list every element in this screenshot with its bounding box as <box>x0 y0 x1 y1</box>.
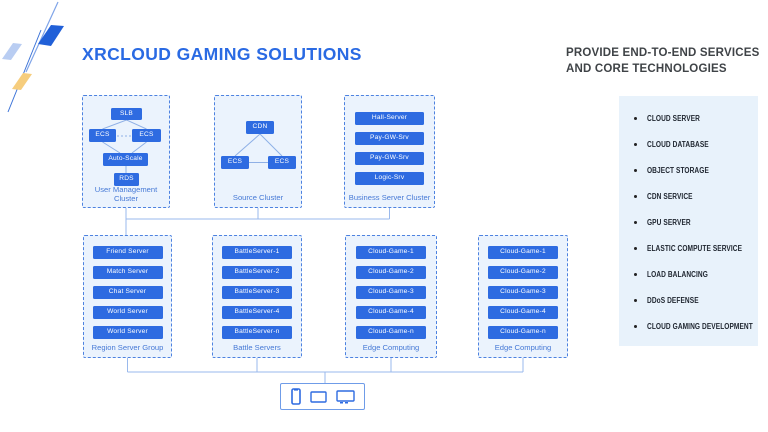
cluster-label: Battle Servers <box>233 342 281 352</box>
smartphone-icon <box>290 388 301 405</box>
server-node: BattleServer-1 <box>222 246 292 259</box>
services-heading: PROVIDE END-TO-END SERVICES AND CORE TEC… <box>566 47 760 75</box>
server-node: BattleServer-3 <box>222 286 292 299</box>
page-title: XRCLOUD GAMING SOLUTIONS <box>82 44 362 64</box>
bullet-icon <box>634 324 637 328</box>
source-cluster: CDN ECS ECS Source Cluster <box>214 95 302 208</box>
cluster-label: Edge Computing <box>494 342 552 352</box>
server-node: ECS <box>268 156 296 169</box>
cluster-label: Region Server Group <box>91 342 164 352</box>
bullet-icon <box>634 272 637 276</box>
deco-lightblue-leaf <box>2 43 22 60</box>
server-node: Cloud-Game-3 <box>488 286 558 299</box>
server-node: World Server <box>92 306 163 319</box>
list-item: CLOUD DATABASE <box>619 131 758 157</box>
region-server-group-cluster: Friend Server Match Server Chat Server W… <box>83 235 172 358</box>
server-node: ECS <box>221 156 249 169</box>
edge-computing-cluster-2: Cloud-Game-1 Cloud-Game-2 Cloud-Game-3 C… <box>478 235 568 358</box>
server-node: BattleServer-2 <box>222 266 292 279</box>
server-node: CDN <box>246 121 274 134</box>
server-node: RDS <box>114 173 139 186</box>
list-item: OBJECT STORAGE <box>619 157 758 183</box>
server-node: Pay-GW-Srv <box>355 152 424 165</box>
bullet-icon <box>634 298 637 302</box>
client-devices-box <box>280 383 365 410</box>
deco-blue-leaf <box>38 25 64 46</box>
server-node: Cloud-Game-1 <box>356 246 426 259</box>
monitor-icon <box>335 389 355 403</box>
server-node: Cloud-Game-n <box>356 326 426 339</box>
server-node: ECS <box>89 129 116 142</box>
cluster-label: Edge Computing <box>362 342 420 352</box>
server-node: Cloud-Game-4 <box>488 306 558 319</box>
server-node: ECS <box>132 129 161 142</box>
battle-servers-cluster: BattleServer-1 BattleServer-2 BattleServ… <box>212 235 302 358</box>
list-item: LOAD BALANCING <box>619 261 758 287</box>
bullet-icon <box>634 194 637 198</box>
list-item: DDoS DEFENSE <box>619 287 758 313</box>
services-list: CLOUD SERVER CLOUD DATABASE OBJECT STORA… <box>619 96 758 339</box>
services-panel: CLOUD SERVER CLOUD DATABASE OBJECT STORA… <box>619 96 758 346</box>
list-item: CDN SERVICE <box>619 183 758 209</box>
umc-wires <box>102 119 147 173</box>
business-server-cluster: Hall-Server Pay-GW-Srv Pay-GW-Srv Logic-… <box>344 95 435 208</box>
server-node: Friend Server <box>92 246 163 259</box>
server-node: World Server <box>92 326 163 339</box>
bullet-icon <box>634 246 637 250</box>
list-item: CLOUD GAMING DEVELOPMENT <box>619 313 758 339</box>
server-node: BattleServer-n <box>222 326 292 339</box>
list-item: ELASTIC COMPUTE SERVICE <box>619 235 758 261</box>
bullet-icon <box>634 116 637 120</box>
server-node: Cloud-Game-4 <box>356 306 426 319</box>
server-node: Cloud-Game-2 <box>356 266 426 279</box>
server-node: Pay-GW-Srv <box>355 132 424 145</box>
user-management-cluster: SLB ECS ECS Auto-Scale RDS User Manageme… <box>82 95 170 208</box>
bullet-icon <box>634 142 637 146</box>
server-node: Cloud-Game-3 <box>356 286 426 299</box>
cluster-label: Source Cluster <box>232 192 284 202</box>
bullet-icon <box>634 168 637 172</box>
deco-yellow-leaf <box>12 73 32 90</box>
server-node: Cloud-Game-1 <box>488 246 558 259</box>
list-item: GPU SERVER <box>619 209 758 235</box>
server-node: Match Server <box>92 266 163 279</box>
cluster-label: Business Server Cluster <box>348 192 431 202</box>
server-node: Chat Server <box>92 286 163 299</box>
server-node: SLB <box>111 108 142 120</box>
server-node: Cloud-Game-n <box>488 326 558 339</box>
list-item: CLOUD SERVER <box>619 105 758 131</box>
server-node: Auto-Scale <box>103 153 148 166</box>
server-node: BattleServer-4 <box>222 306 292 319</box>
tablet-icon <box>309 390 327 403</box>
bullet-icon <box>634 220 637 224</box>
server-node: Logic-Srv <box>355 172 424 185</box>
source-wires <box>234 133 283 163</box>
cluster-label: User Management Cluster <box>94 184 158 203</box>
server-node: Cloud-Game-2 <box>488 266 558 279</box>
server-node: Hall-Server <box>355 112 424 125</box>
corner-decoration <box>2 1 64 113</box>
edge-computing-cluster-1: Cloud-Game-1 Cloud-Game-2 Cloud-Game-3 C… <box>345 235 437 358</box>
